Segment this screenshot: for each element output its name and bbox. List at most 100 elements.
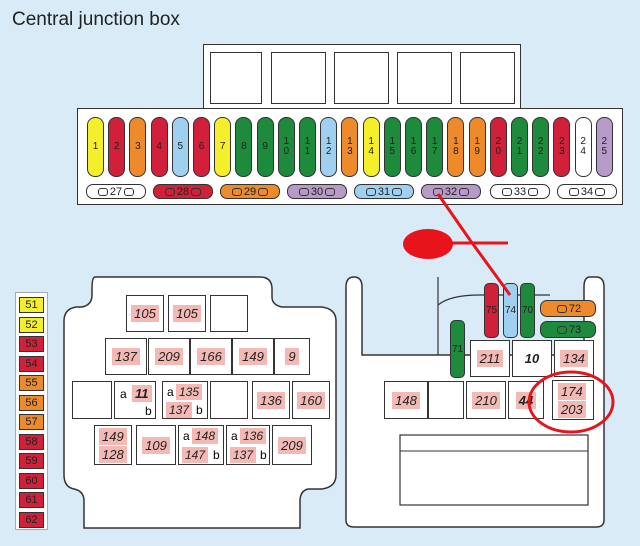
fuse-label: 3 [135, 141, 141, 152]
relay-label-lower: 137 [230, 447, 257, 463]
right-relay-148: 148 [384, 381, 428, 419]
fuse-72: 72 [540, 300, 596, 317]
right-relay-174-203: 174 203 [552, 380, 594, 420]
pin-b: b [213, 448, 220, 462]
fuse-4: 4 [150, 117, 168, 177]
relay-label: 105 [173, 305, 201, 322]
left-relay-empty-top [210, 295, 248, 332]
fuse-62: 62 [19, 511, 44, 528]
fuse-label: 2 [113, 141, 120, 152]
fuse-73: 73 [540, 321, 596, 338]
fuse-53: 53 [19, 336, 44, 352]
fuse-54: 54 [19, 355, 44, 372]
top-relay-slot-2 [271, 52, 326, 104]
fuse-label: 29 [243, 185, 257, 198]
relay-label: 11 [132, 385, 152, 402]
left-relay-137: 137 [105, 338, 147, 375]
fuse-34: 34 [557, 184, 617, 199]
fuse-pin [556, 325, 567, 334]
left-relay-209-bottom: 209 [272, 425, 312, 465]
fuse-58: 58 [19, 433, 44, 450]
left-relay-149-128: 149 128 [94, 425, 132, 465]
left-relay-105a: 105 [126, 295, 164, 332]
top-relay-slot-3 [334, 52, 389, 104]
fuse-61: 61 [19, 492, 44, 508]
relay-label: 9 [285, 348, 299, 365]
left-relay-149: 149 [232, 338, 274, 375]
pin-a: a [231, 429, 238, 443]
left-relay-209: 209 [148, 338, 190, 375]
fuse-7: 7 [214, 117, 232, 177]
fuse-label: 9 [262, 141, 268, 152]
fuse-pin [97, 187, 108, 196]
relay-label: 148 [392, 391, 420, 409]
left-relay-11: a 11 b [114, 381, 156, 419]
fuse-60: 60 [19, 472, 44, 489]
pin-b: b [260, 448, 267, 462]
relay-label-upper: 148 [192, 428, 219, 444]
pointer-dot [403, 229, 453, 259]
fuse-32: 32 [421, 184, 481, 199]
fuse-label: 33 [513, 185, 527, 198]
top-relay-slot-4 [397, 52, 452, 104]
fuse-pin [365, 187, 376, 196]
pin-a: a [183, 429, 190, 443]
fuse-pin [528, 187, 539, 196]
fuse-label: 75 [485, 305, 498, 316]
relay-label: 160 [297, 391, 325, 409]
relay-label: 166 [197, 348, 225, 365]
right-relay-10: 10 [512, 340, 552, 377]
fuse-pin [459, 187, 470, 196]
fuse-9: 9 [256, 117, 274, 177]
relay-label: 149 [239, 348, 267, 365]
fuse-6: 6 [193, 117, 210, 177]
left-relay-109: 109 [136, 425, 176, 465]
relay-label: 134 [560, 350, 588, 367]
fuse-29: 29 [220, 184, 280, 199]
top-relay-slot-5 [460, 52, 515, 104]
relay-label: 136 [257, 391, 285, 409]
fuse-55: 55 [19, 375, 44, 391]
fuse-label: 31 [377, 185, 391, 198]
fuse-30: 30 [287, 184, 347, 199]
relay-label: 209 [278, 436, 306, 454]
fuse-label: 7 [219, 141, 226, 152]
fuse-label: 1 [92, 141, 99, 152]
fuse-70: 70 [520, 283, 535, 338]
fuse-5: 5 [171, 117, 189, 177]
left-relay-136-137: a 136 137 b [226, 425, 270, 465]
relay-label: 210 [472, 391, 500, 409]
fuse-pin [325, 187, 336, 196]
left-relay-136: 136 [252, 381, 290, 419]
relay-label: 10 [521, 350, 543, 367]
fuse-label: 6 [198, 141, 205, 152]
pin-a: a [167, 385, 174, 399]
fuse-label: 72 [568, 302, 582, 315]
relay-label-lower: 137 [166, 402, 193, 418]
right-relay-empty [428, 381, 464, 419]
fuse-pin [124, 187, 135, 196]
pin-b: b [145, 404, 152, 418]
pin-a: a [120, 387, 127, 401]
fuse-pin [392, 187, 403, 196]
right-relay-134: 134 [554, 340, 594, 377]
